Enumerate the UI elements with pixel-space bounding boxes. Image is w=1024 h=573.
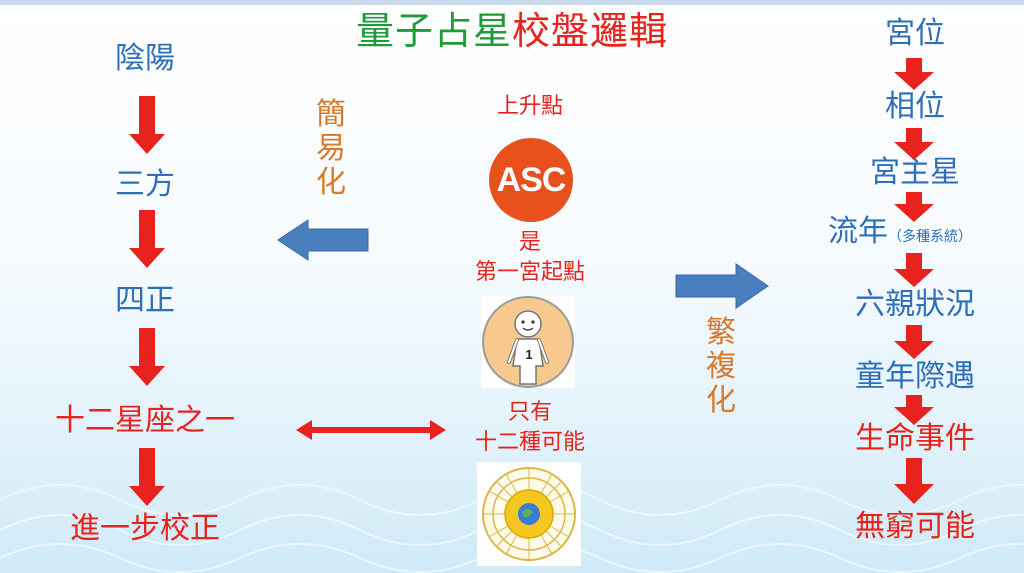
red-down-arrow-icon [894, 192, 934, 222]
left-node-sanfang: 三方 [115, 167, 175, 202]
red-down-arrow-icon [894, 128, 934, 160]
title-part-1: 量子占星 [355, 9, 512, 53]
red-down-arrow-icon [894, 458, 934, 504]
red-down-arrow-icon [129, 210, 165, 268]
top-border [0, 0, 1024, 5]
right-node-life-events: 生命事件 [855, 421, 975, 456]
right-node-infinite: 無窮可能 [855, 509, 975, 544]
red-down-arrow-icon [129, 328, 165, 386]
red-down-arrow-icon [894, 325, 934, 359]
red-down-arrow-icon [894, 253, 934, 287]
left-node-further-correction: 進一步校正 [70, 511, 220, 546]
right-node-houses: 宮位 [885, 16, 945, 51]
twelve-possibilities-label: 十二種可能 [474, 430, 585, 455]
person-number: 1 [525, 347, 533, 362]
right-node-transits: 流年（多種系統） [828, 217, 972, 247]
person-figure-icon [481, 296, 575, 388]
red-down-arrow-icon [129, 448, 165, 506]
complexify-label: 繁複化 [706, 315, 736, 418]
red-double-arrow-icon [296, 420, 446, 440]
is-label: 是 [518, 230, 541, 255]
zodiac-wheel-icon [477, 462, 581, 566]
blue-left-arrow-icon [277, 219, 369, 261]
red-down-arrow-icon [894, 395, 934, 425]
red-down-arrow-icon [894, 58, 934, 90]
transits-note: （多種系統） [888, 229, 972, 245]
simplify-label: 簡易化 [316, 97, 346, 200]
transits-label: 流年 [828, 214, 888, 249]
only-label: 只有 [507, 400, 552, 425]
left-node-zodiac-one: 十二星座之一 [55, 403, 235, 438]
right-node-house-ruler: 宮主星 [870, 155, 960, 190]
asc-badge-icon: ASC [489, 138, 573, 222]
page-title: 量子占星校盤邏輯 [0, 12, 1024, 50]
blue-right-arrow-icon [675, 263, 769, 309]
right-node-family: 六親狀況 [855, 287, 975, 322]
right-node-aspects: 相位 [885, 89, 945, 124]
right-node-childhood: 童年際遇 [855, 359, 975, 394]
title-part-2: 校盤邏輯 [512, 9, 669, 53]
first-house-label: 第一宮起點 [474, 260, 585, 285]
left-node-yinyang: 陰陽 [115, 41, 175, 76]
left-node-sizheng: 四正 [115, 283, 175, 318]
ascendant-label: 上升點 [496, 94, 563, 119]
red-down-arrow-icon [129, 96, 165, 154]
